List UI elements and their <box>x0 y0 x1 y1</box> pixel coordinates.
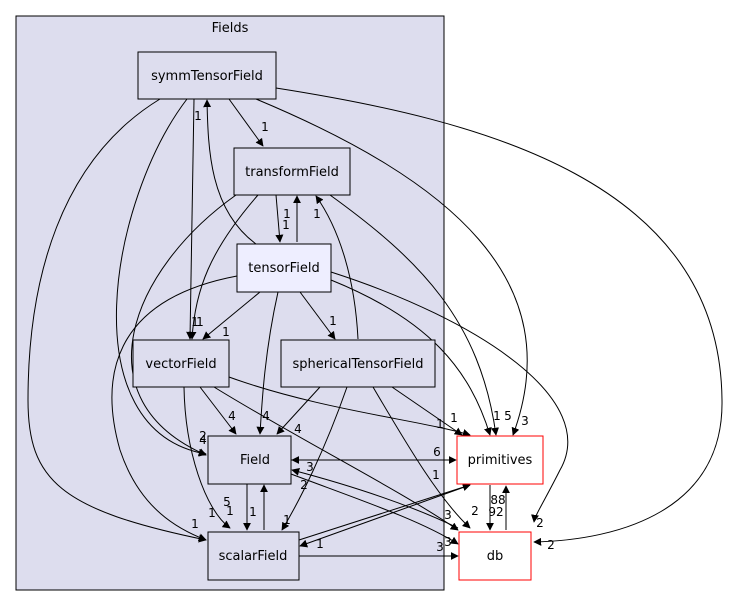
edge-transformField-tensorField <box>275 194 284 243</box>
edge-label: 3 <box>306 460 314 474</box>
edge-transformField-primitives <box>329 194 499 436</box>
edge-label: 4 <box>199 433 207 447</box>
node-transformField[interactable]: transformField <box>233 147 351 196</box>
node-label: Field <box>240 453 270 468</box>
edge-label: 5 <box>223 495 231 509</box>
edge-sphericalTensorField-Field <box>276 386 321 435</box>
edge-sphericalTensorField-db <box>372 386 471 529</box>
edge-vectorField-scalarField <box>183 386 231 529</box>
edge-label: 1 <box>191 517 199 531</box>
edge-tensorField-scalarField <box>111 275 238 542</box>
node-label: transformField <box>245 165 339 180</box>
edge-vectorField-Field <box>199 386 237 435</box>
edge-label: 3 <box>521 414 529 428</box>
edge-tensorField-symmTensorField <box>203 99 257 245</box>
edge-db-Field <box>291 467 459 529</box>
edge-label: 1 <box>313 207 321 221</box>
edge-label: 3 <box>436 540 444 554</box>
edge-vectorField-db <box>213 386 459 531</box>
node-label: tensorField <box>248 261 319 276</box>
node-label: sphericalTensorField <box>293 357 424 372</box>
node-label: db <box>487 549 504 564</box>
edge-tensorField-primitives <box>330 279 492 436</box>
edge-Field-db <box>290 473 459 545</box>
edge-label: 3 <box>444 508 452 522</box>
edge-sphericalTensorField-primitives <box>391 386 463 436</box>
edge-label: 1 <box>249 505 257 519</box>
node-label: symmTensorField <box>151 69 263 84</box>
edge-symmTensorField-transformField <box>228 98 264 147</box>
edge-transformField-Field <box>131 194 237 456</box>
edge-label: 4 <box>228 409 236 423</box>
edge-label: 1 <box>329 314 337 328</box>
edge-label: 1 <box>316 537 324 551</box>
edge-label: 92 <box>488 505 503 519</box>
edge-label: 2 <box>199 429 207 443</box>
edge-symmTensorField-Field <box>115 98 207 457</box>
edge-tensorField-db <box>330 271 569 523</box>
edge-label: 1 <box>208 506 216 520</box>
edge-labels: 1 1 2 1 3 2 1 1 4 1 1 1 1 1 4 1 5 2 4 1 … <box>191 109 555 554</box>
edge-label: 3 <box>444 535 452 549</box>
edge-tensorField-vectorField <box>202 291 261 340</box>
edge-label: 2 <box>300 478 308 492</box>
edge-label: 1 <box>282 218 290 232</box>
edge-tensorField-Field <box>256 291 279 435</box>
edge-label: 2 <box>471 504 479 518</box>
edge-label: 1 <box>283 207 291 221</box>
cluster-title: Fields <box>212 21 249 36</box>
node-sphericalTensorField[interactable]: sphericalTensorField <box>280 339 436 388</box>
edge-label: 1 <box>222 325 230 339</box>
node-label: vectorField <box>145 357 216 372</box>
edge-label: 88 <box>490 493 505 507</box>
edge-sphericalTensorField-transformField <box>315 195 359 340</box>
edge-label: 1 <box>196 315 204 329</box>
edge-tensorField-sphericalTensorField <box>299 291 336 340</box>
edges <box>27 87 723 560</box>
edge-scalarField-primitives <box>298 483 471 541</box>
edge-label: 1 <box>261 120 269 134</box>
edge-label: 1 <box>226 504 234 518</box>
edge-label: 4 <box>262 409 270 423</box>
node-symmTensorField[interactable]: symmTensorField <box>137 51 277 100</box>
edge-label: 1 <box>450 411 458 425</box>
edge-sphericalTensorField-scalarField <box>281 386 348 531</box>
node-vectorField[interactable]: vectorField <box>132 339 230 388</box>
node-scalarField[interactable]: scalarField <box>207 531 300 581</box>
edge-label: 6 <box>433 445 441 459</box>
edge-label: 4 <box>294 422 302 436</box>
edge-symmTensorField-scalarField <box>27 98 207 543</box>
edge-label: 1 <box>436 417 444 431</box>
node-tensorField[interactable]: tensorField <box>236 243 332 293</box>
edge-label: 1 <box>194 109 202 123</box>
edge-label: 2 <box>536 516 544 530</box>
node-db[interactable]: db <box>458 531 532 581</box>
edge-symmTensorField-primitives <box>255 98 528 436</box>
node-primitives[interactable]: primitives <box>456 435 544 485</box>
edge-vectorField-primitives <box>228 376 471 437</box>
edge-label: 1 <box>432 468 440 482</box>
edge-label: 1 <box>191 315 199 329</box>
edge-primitives-scalarField <box>299 484 471 548</box>
edge-label: 2 <box>547 538 555 552</box>
edge-symmTensorField-db <box>275 87 723 546</box>
edge-symmTensorField-vectorField <box>186 98 195 340</box>
edge-transformField-vectorField <box>188 194 259 340</box>
edge-label: 1 <box>283 513 291 527</box>
edge-label: 1 <box>493 409 501 423</box>
node-label: scalarField <box>219 549 288 564</box>
node-label: primitives <box>468 453 533 468</box>
node-Field[interactable]: Field <box>207 435 292 485</box>
edge-label: 5 <box>504 409 512 423</box>
